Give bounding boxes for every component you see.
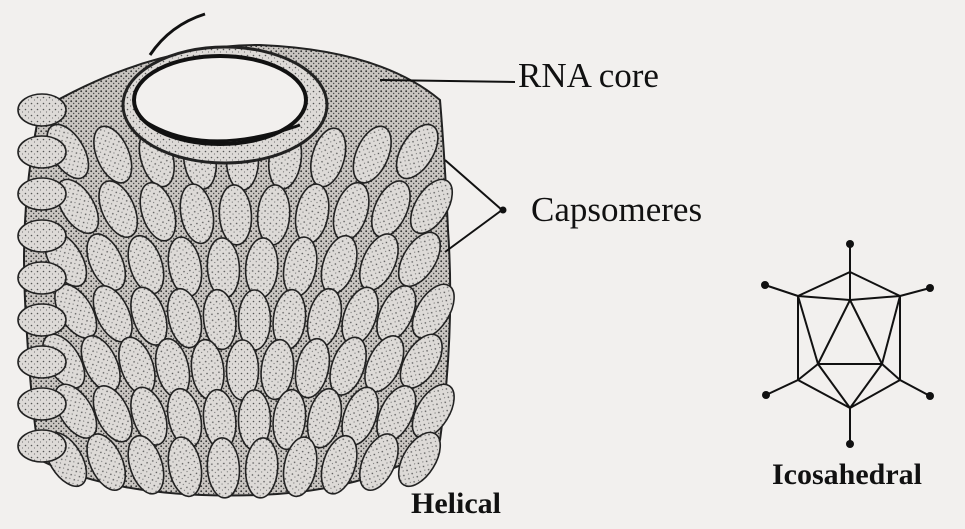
helical-virus xyxy=(18,14,463,499)
capsomere xyxy=(18,178,66,210)
capsomere xyxy=(18,388,66,420)
helical-label: Helical xyxy=(411,487,501,521)
capsomere xyxy=(18,220,66,252)
capsomere xyxy=(18,346,66,378)
capsomere xyxy=(18,94,66,126)
icosahedral-label: Icosahedral xyxy=(772,458,922,492)
icosahedral-virus xyxy=(761,240,934,448)
capsomere xyxy=(18,304,66,336)
capsomere xyxy=(18,430,66,462)
capsomeres-pointer-upper xyxy=(445,160,502,210)
icosahedron-inner-triangle xyxy=(818,300,882,364)
spike-knobs xyxy=(761,240,934,448)
capsomeres-pointer-lower xyxy=(445,210,502,252)
capsomeres-label: Capsomeres xyxy=(531,190,702,230)
capsomere xyxy=(18,136,66,168)
capsomere xyxy=(18,262,66,294)
capsomeres-pointer-dot xyxy=(501,208,506,213)
rna-core-label: RNA core xyxy=(518,56,659,96)
